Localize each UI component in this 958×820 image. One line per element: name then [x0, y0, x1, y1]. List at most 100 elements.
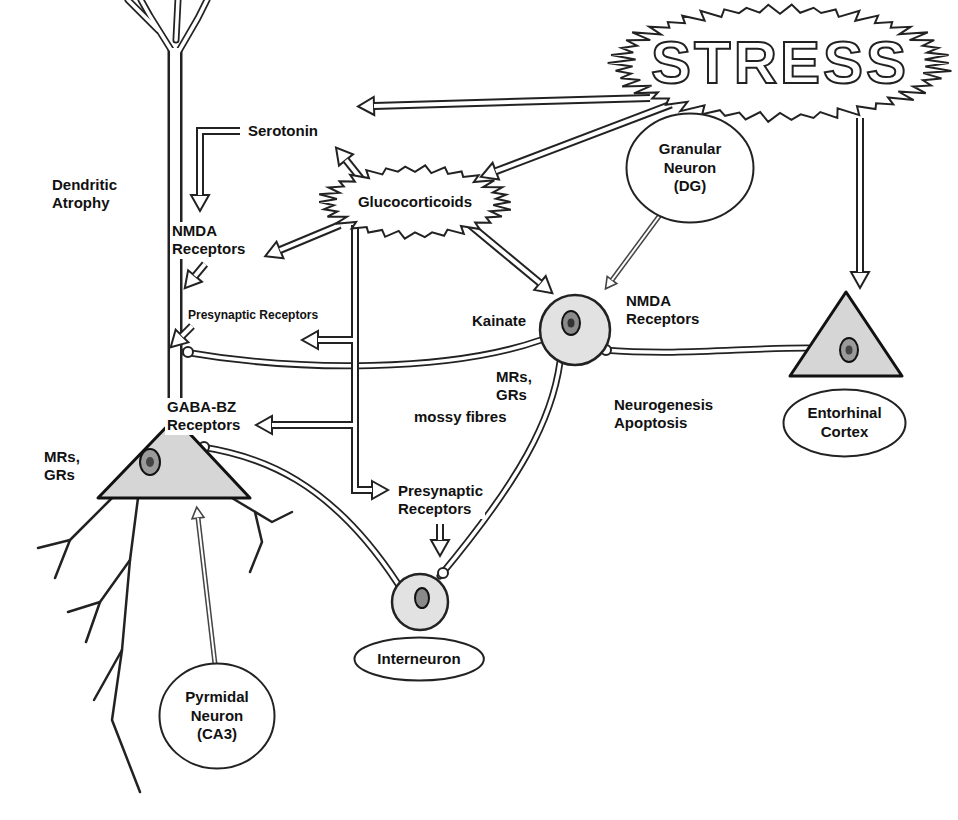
bubble-outline	[627, 114, 754, 223]
arrow-outline	[182, 326, 192, 336]
dendrite-branch	[176, 0, 207, 56]
interneuron-axon	[202, 447, 398, 584]
bubble-outline	[160, 664, 275, 769]
cell-nucleus	[415, 588, 429, 608]
arrow-outline	[272, 421, 355, 429]
dendrite-line	[38, 498, 112, 548]
leader-inner	[198, 518, 215, 664]
cell-nucleus	[140, 449, 160, 475]
arrow-outline	[280, 225, 340, 250]
spiky-outline-path	[319, 165, 511, 238]
synapse-knob	[438, 568, 448, 578]
node-text-box: Entorhinal Cortex	[782, 388, 907, 458]
arrow-inner	[195, 264, 205, 276]
basal-dendrites	[38, 498, 292, 792]
dendrite-branch	[128, 0, 158, 30]
node-text-box: Glucocorticoids	[315, 163, 515, 241]
node-text: Entorhinal Cortex	[807, 404, 881, 442]
arrow-inner	[858, 118, 862, 272]
arrow-outline	[195, 264, 205, 276]
arrow-inner	[280, 225, 340, 250]
callout-bubble: Entorhinal Cortex	[782, 388, 907, 458]
annotation-label: NMDA Receptors	[170, 222, 247, 259]
arrow-inner	[200, 131, 240, 195]
arrow-outline	[355, 225, 372, 490]
arrow-inner	[374, 98, 650, 106]
node-text: STRESS	[651, 33, 909, 93]
node-text-box: STRESS	[605, 2, 955, 124]
dendrite-branch	[176, 0, 178, 40]
dendrite-line	[94, 650, 122, 700]
arrow-outline	[374, 98, 650, 106]
dendrite-line	[250, 512, 262, 572]
arrow-inner	[182, 326, 192, 336]
annotation-label: Presynaptic Receptors	[396, 482, 485, 519]
leader-outline	[612, 215, 660, 280]
entorhinal-soma	[790, 292, 902, 376]
cell-nucleolus	[846, 346, 853, 355]
leader-outline	[198, 518, 215, 664]
arrow-outline	[470, 225, 540, 283]
arrow-outline	[436, 524, 444, 540]
cell-nucleolus	[146, 457, 154, 467]
annotation-label: GABA-BZ Receptors	[165, 398, 242, 435]
cell-bodies	[98, 292, 902, 630]
node-text-box: Interneuron	[353, 636, 485, 682]
leader-inner	[612, 215, 660, 280]
callout-bubble: Pyrmidal Neuron (CA3)	[158, 662, 276, 770]
dendrite-branch	[176, 0, 178, 40]
mossy-fibre	[440, 362, 560, 576]
interneuron-axon	[202, 447, 398, 584]
annotation-label: Serotonin	[246, 122, 320, 140]
node-text: Pyrmidal Neuron (CA3)	[185, 688, 248, 744]
annotation-label: NMDA Receptors	[624, 292, 701, 329]
hormone-burst: Glucocorticoids	[315, 163, 515, 241]
arrow-inner	[272, 423, 355, 427]
apical-dendrite	[128, 0, 207, 432]
arrow-outline	[318, 336, 355, 344]
annotation-label: Kainate	[470, 312, 528, 330]
callout-bubble: Interneuron	[353, 636, 485, 682]
arrow-inner	[355, 225, 372, 490]
annotation-label: MRs, GRs	[494, 368, 534, 405]
stress-cloud: STRESS	[605, 2, 955, 124]
granule-soma	[540, 295, 610, 365]
arrow-outline	[200, 131, 240, 195]
node-text: Glucocorticoids	[358, 193, 472, 212]
bubble-outline	[354, 638, 483, 681]
action-arrows	[182, 98, 860, 540]
callout-leaders	[198, 215, 660, 664]
dendrite-line	[232, 498, 292, 522]
node-text: Granular Neuron (DG)	[659, 140, 722, 196]
mossy-fibre	[184, 340, 541, 366]
dendrite-line	[112, 560, 140, 792]
cell-nucleolus	[568, 319, 575, 328]
cell-nucleus	[562, 311, 580, 335]
annotation-label: Presynaptic Receptors	[186, 308, 320, 323]
node-text: Interneuron	[377, 650, 460, 669]
annotation-label: Dendritic Atrophy	[50, 176, 119, 213]
perforant-path-axon	[604, 348, 808, 352]
node-text-box: Pyrmidal Neuron (CA3)	[158, 662, 276, 770]
dendrite-line	[55, 540, 70, 578]
callout-bubble: Granular Neuron (DG)	[625, 112, 755, 224]
annotation-label: Neurogenesis Apoptosis	[612, 396, 715, 433]
dendrite-branch	[176, 0, 207, 56]
bubble-outline	[784, 390, 906, 457]
arrow-inner	[318, 338, 355, 342]
mossy-fibre	[440, 362, 560, 576]
perforant-path-axon	[604, 348, 808, 352]
arrow-outline	[856, 118, 864, 272]
synapse-knob	[183, 347, 193, 357]
annotation-label: MRs, GRs	[42, 448, 82, 485]
dendrite-line	[68, 602, 100, 612]
arrow-inner	[438, 524, 442, 540]
mossy-fibre	[184, 340, 541, 366]
cell-nucleus	[840, 338, 858, 362]
spiky-outline-path	[608, 5, 952, 122]
arrow-inner	[470, 225, 540, 283]
annotation-label: mossy fibres	[412, 408, 509, 426]
interneuron-soma	[392, 574, 448, 630]
node-text-box: Granular Neuron (DG)	[625, 112, 755, 224]
